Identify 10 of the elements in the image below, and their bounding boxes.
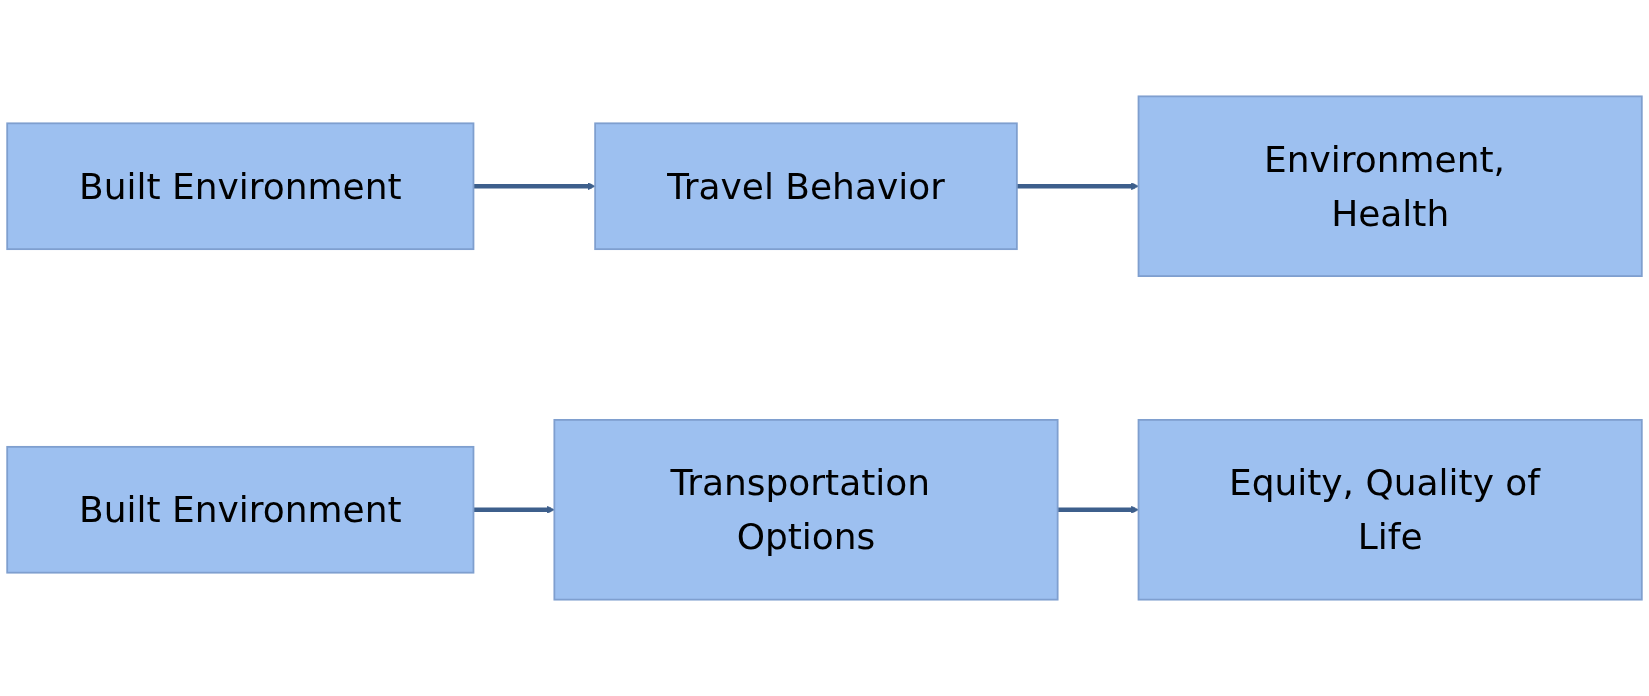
arrow: [1057, 505, 1139, 514]
node-box: Transportation Options: [553, 419, 1059, 601]
node-box: Built Environment: [6, 122, 475, 251]
arrow: [1016, 182, 1139, 191]
node-box: Built Environment: [6, 445, 475, 574]
arrow: [473, 505, 555, 514]
arrow: [473, 182, 596, 191]
node-box: Environment, Health: [1137, 95, 1643, 277]
node-box: Equity, Quality of Life: [1137, 419, 1643, 601]
node-box: Travel Behavior: [594, 122, 1018, 251]
